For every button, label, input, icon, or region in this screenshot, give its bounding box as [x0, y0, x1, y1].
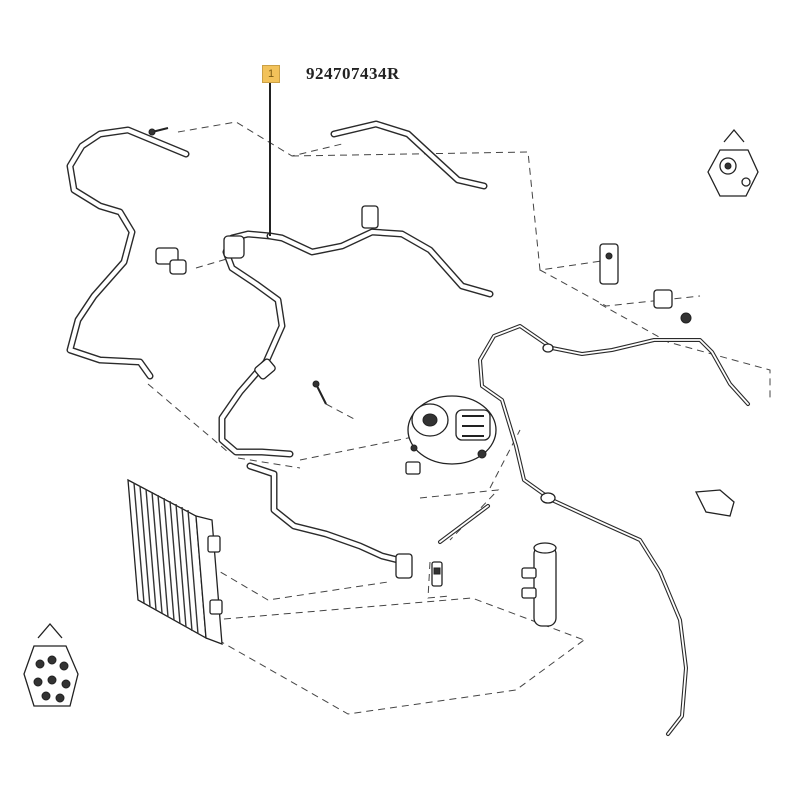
hose-sleeve — [254, 358, 276, 380]
assembly-guide-lines — [147, 121, 771, 715]
small-screw[interactable] — [148, 127, 169, 136]
small-screw[interactable] — [312, 380, 327, 405]
parts-bag-icon — [23, 623, 79, 707]
suction-hose-left[interactable] — [66, 126, 190, 380]
pipe-clamp[interactable] — [361, 205, 379, 229]
ac-compressor[interactable] — [407, 395, 497, 465]
pipe-coupling — [542, 343, 554, 353]
pipe-clamp[interactable] — [694, 489, 735, 517]
receiver-drier[interactable] — [521, 542, 557, 627]
part-number-label: 924707434R — [306, 64, 400, 83]
hose-clip[interactable] — [155, 247, 187, 275]
discharge-hose[interactable] — [246, 462, 402, 564]
pipe-clamp[interactable] — [653, 289, 692, 324]
pressure-switch[interactable] — [431, 561, 443, 587]
connector-fitting[interactable] — [395, 461, 421, 579]
hose-muffler — [223, 235, 245, 259]
parts-bag-icon — [707, 128, 759, 197]
pipe-coupling — [540, 492, 556, 504]
condenser[interactable] — [127, 478, 223, 645]
mounting-bolt[interactable] — [438, 504, 490, 544]
liquid-line-pipe[interactable] — [478, 324, 750, 736]
part-1-badge[interactable]: 1 — [262, 65, 280, 83]
pipe-bracket[interactable] — [599, 243, 619, 285]
pressure-hose-part-1[interactable] — [218, 230, 294, 458]
part-callout[interactable]: 1 924707434R — [262, 64, 400, 84]
upper-rigid-pipe[interactable] — [266, 120, 494, 298]
